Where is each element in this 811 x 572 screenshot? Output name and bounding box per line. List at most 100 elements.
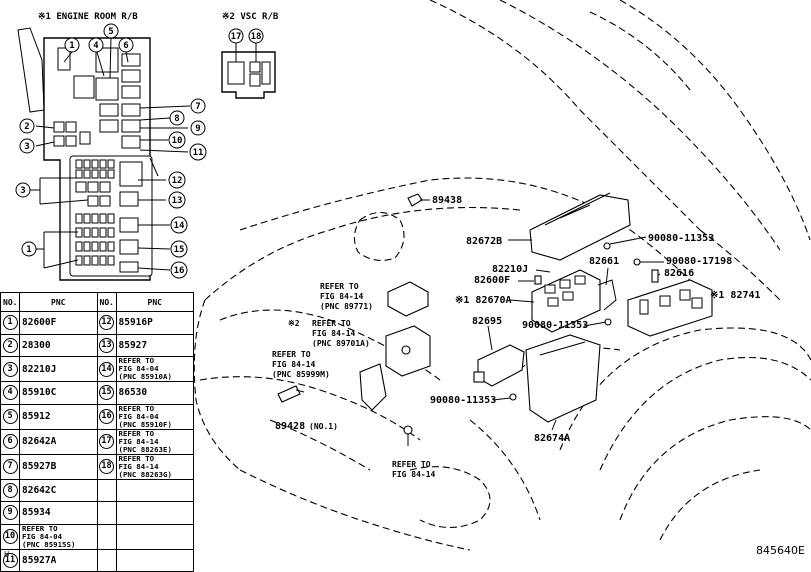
row-number-circle: 14 — [99, 361, 114, 377]
label-82661: 82661 — [589, 256, 619, 267]
left-pnc-cell: 85927A — [19, 548, 98, 572]
ref3-line1: REFER TO — [272, 350, 311, 359]
engine-room-callouts: 1 4 5 6 7 8 9 10 11 2 3 3 1 12 13 14 15 … — [15, 23, 207, 279]
right-no-cell: 13 — [96, 333, 117, 357]
right-no-cell: 17 — [96, 428, 117, 455]
row-number-circle: 1 — [2, 315, 18, 331]
vsc-rb-inset: ※2 VSC R/B 17 18 — [221, 12, 279, 99]
callout-10: 10 — [172, 136, 183, 146]
left-pnc-cell: REFER TO FIG 84-04 (PNC 85915S) — [19, 523, 98, 550]
left-pnc-cell: 82642A — [19, 428, 98, 455]
relay-block-outline — [43, 37, 151, 281]
engine-room-rb-inset: ※1 ENGINE ROOM R/B — [15, 12, 207, 281]
right-no-cell: 18 — [96, 453, 117, 480]
left-pnc-cell: 85912 — [19, 403, 98, 430]
ref2-line2: FIG 84-14 — [312, 329, 356, 338]
left-pnc-cell: 85910C — [19, 381, 98, 405]
right-pnc-cell: 86530 — [115, 381, 194, 405]
callout-3a: 3 — [24, 142, 29, 152]
right-pnc-cell: REFER TO FIG 84-04 (PNC 85910A) — [115, 356, 194, 382]
row-number-circle: 10 — [2, 529, 18, 544]
callout-4: 4 — [93, 41, 99, 51]
right-pnc-cell — [115, 501, 194, 525]
row-number-circle: 4 — [2, 385, 18, 401]
part-82672B-cover — [529, 192, 631, 261]
ref3-line3: (PNC 85999M) — [272, 370, 330, 379]
ref2-mark: ※2 — [288, 319, 300, 328]
callout-18: 18 — [251, 32, 262, 42]
label-82670A: ※1 82670A — [455, 295, 512, 306]
row-number-circle: 18 — [99, 459, 114, 474]
header-pnc-right: PNC — [115, 292, 194, 312]
parts-diagram: ※1 ENGINE ROOM R/B — [15, 0, 811, 551]
part-89438-relay — [353, 193, 430, 261]
ref1-line2: FIG 84-14 — [320, 292, 364, 301]
callout-8: 8 — [174, 114, 179, 124]
row-number-circle: 17 — [99, 434, 114, 449]
right-pnc-cell: REFER TO FIG 84-04 (PNC 85910F) — [115, 403, 194, 430]
left-no-cell: 8 — [0, 478, 20, 502]
ref2-line3: (PNC 89701A) — [312, 339, 370, 348]
header-no-left: NO. — [0, 292, 20, 312]
row-number-circle: 9 — [2, 505, 18, 521]
vsc-relay-box — [221, 51, 276, 99]
header-pnc-left: PNC — [19, 292, 98, 312]
part-89771-box — [387, 281, 429, 317]
left-no-cell: 7 — [0, 453, 20, 480]
label-89428: 89428 — [275, 421, 305, 432]
right-pnc-cell: REFER TO FIG 84-14 (PNC 88263G) — [115, 453, 194, 480]
part-bolt-lower — [403, 425, 413, 446]
left-no-cell: 3 — [0, 356, 20, 382]
part-82674A-lower-case — [525, 334, 601, 423]
label-82695: 82695 — [472, 316, 502, 327]
label-90080-11353-low: 90080-11353 — [430, 395, 496, 406]
label-82741: ※1 82741 — [710, 290, 761, 301]
row-number-circle: 6 — [2, 434, 18, 449]
header-no-right: NO. — [96, 292, 117, 312]
label-89428-note: (NO.1) — [309, 422, 338, 431]
pnc-table-header: NO. PNC NO. PNC — [0, 292, 194, 312]
right-no-cell: 14 — [96, 356, 117, 382]
label-89438: 89438 — [432, 195, 462, 206]
row-number-circle: 13 — [99, 337, 114, 353]
callout-11: 11 — [193, 148, 204, 158]
row-number-circle: 8 — [2, 482, 18, 498]
left-pnc-cell: 82210J — [19, 356, 98, 382]
ref4-line2: FIG 84-14 — [392, 470, 436, 479]
part-82670A-relay-block — [531, 269, 617, 333]
label-82674A: 82674A — [534, 433, 570, 444]
right-pnc-cell — [115, 478, 194, 502]
left-pnc-cell: 85934 — [19, 501, 98, 525]
left-no-cell: 5 — [0, 403, 20, 430]
row-number-circle: 7 — [2, 459, 18, 474]
ref2-line1: REFER TO — [312, 319, 351, 328]
callout-5: 5 — [108, 27, 113, 37]
ref1-line3: (PNC 89771) — [320, 302, 373, 311]
callout-16: 16 — [174, 266, 185, 276]
part-82695-module — [473, 344, 525, 387]
right-no-cell — [96, 548, 117, 572]
row-number-circle: 5 — [2, 409, 18, 424]
callout-14: 14 — [174, 221, 185, 231]
callout-2: 2 — [24, 122, 29, 132]
callout-9: 9 — [195, 124, 200, 134]
ref1-line1: REFER TO — [320, 282, 359, 291]
part-89701A-bracket — [385, 325, 431, 377]
fuse-cells-top — [53, 47, 141, 149]
callout-1: 1 — [69, 41, 74, 51]
callout-15: 15 — [174, 245, 185, 255]
left-no-cell: 4 — [0, 381, 20, 405]
right-pnc-cell: 85916P — [115, 311, 194, 335]
label-82600F: 82600F — [474, 275, 510, 286]
right-pnc-cell — [115, 548, 194, 572]
right-no-cell: 16 — [96, 403, 117, 430]
left-pnc-cell: 28300 — [19, 333, 98, 357]
callout-1b: 1 — [26, 245, 31, 255]
